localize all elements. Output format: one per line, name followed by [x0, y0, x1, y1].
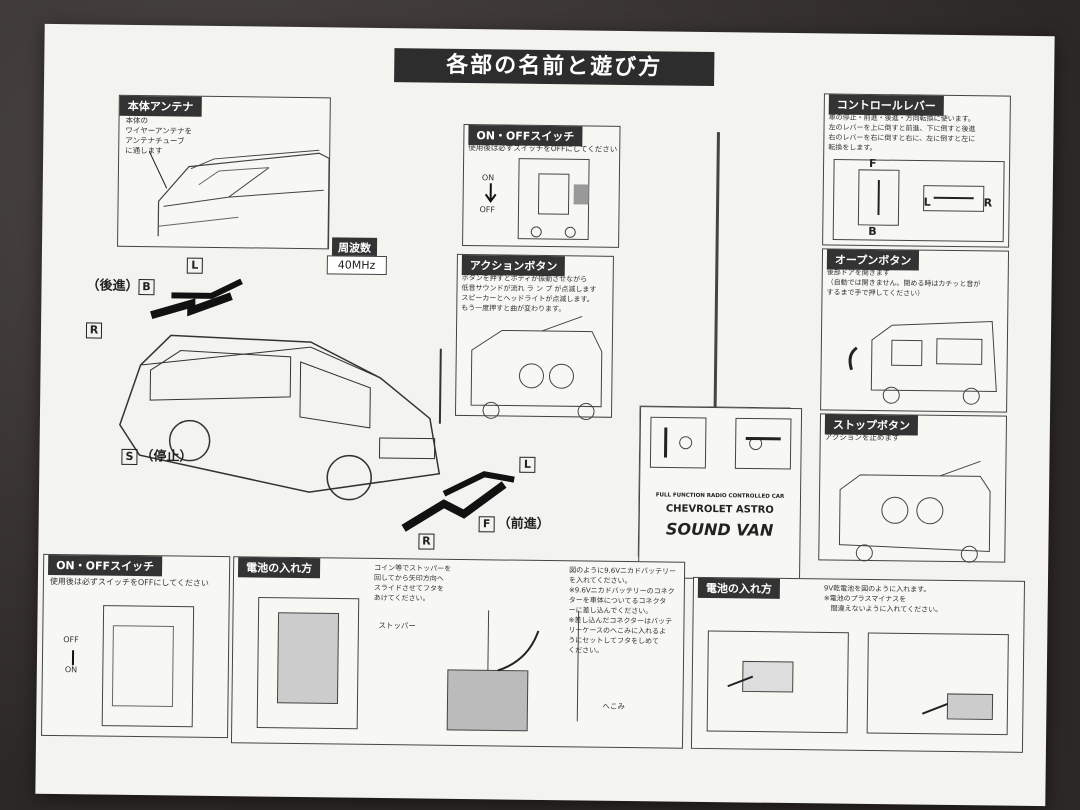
remote-line3: SOUND VAN [665, 519, 774, 540]
battery-remote-text: 9V乾電池を図のように入れます。 ※電池のプラスマイナスを 間違えないように入れ… [823, 584, 943, 614]
onoff-bottom-text: 使用後は必ずスイッチをOFFにしてください [49, 576, 210, 588]
control-r: R [983, 196, 993, 210]
dir-back-text: （後進） [86, 278, 139, 295]
control-f: F [869, 156, 877, 171]
battery-remote-panel: 電池の入れ方 9V乾電池を図のように入れます。 ※電池のプラスマイナスを 間違え… [690, 576, 1026, 753]
action-panel: アクションボタン ボタンを押すとボディが振動させながら 低音サウンドが流れ ラ … [454, 253, 614, 421]
battery-car-label: 電池の入れ方 [237, 557, 321, 579]
dir-stop-text: （停止） [140, 449, 193, 465]
antenna-panel: 本体アンテナ 本体の ワイヤーアンテナを アンテナチューブ に通します [117, 94, 331, 250]
dir-l-bottom: L [519, 456, 538, 473]
dir-b-key: B [138, 279, 155, 296]
switch-housing-illustration [517, 158, 590, 241]
page-title: 各部の名前と遊び方 [394, 48, 715, 87]
dir-r-top-key: R [85, 322, 103, 339]
remote-body: FULL FUNCTION RADIO CONTROLLED CAR CHEVR… [638, 406, 803, 581]
battery-remote-illustration [706, 630, 1009, 736]
remote-line1: FULL FUNCTION RADIO CONTROLLED CAR [655, 492, 785, 500]
dir-forward: F（前進） [478, 512, 550, 533]
control-b: B [868, 224, 877, 239]
stop-button-panel: ストップボタン アクションを止めます [818, 413, 1008, 563]
remote-levers-icon [649, 416, 792, 470]
van-rear-open-illustration [470, 315, 603, 421]
dir-r-top: R [85, 322, 105, 339]
instruction-sheet: 各部の名前と遊び方 本体アンテナ 本体の ワイヤーアンテナを アンテナチューブ … [35, 23, 1055, 807]
van-front-illustration [148, 149, 330, 249]
control-l: L [923, 195, 931, 209]
van-rear-speakers-illustration [838, 460, 991, 563]
back-arrows-icon [150, 278, 243, 320]
van-main-illustration [119, 334, 442, 501]
stop-text: アクションを止めます [824, 432, 900, 443]
dir-r-bottom-key: R [418, 533, 435, 550]
dir-back: （後進）B [86, 274, 157, 296]
controller-top-illustration [832, 159, 1005, 243]
battery-remote-label: 電池の入れ方 [697, 577, 781, 599]
switch-arrow-icon [484, 183, 497, 204]
dir-s-key: S [121, 448, 138, 466]
onoff-top-panel: ON・OFFスイッチ 使用後は必ずスイッチをOFFにしてください ON OFF [462, 123, 621, 248]
dir-l-top: L [186, 257, 206, 274]
onoff-bottom-on: ON [64, 665, 78, 675]
switch-bottom-illustration [71, 605, 195, 728]
onoff-bottom-off: OFF [63, 635, 79, 645]
remote-controller-illustration [637, 132, 791, 559]
action-text: ボタンを押すとボディが振動させながら 低音サウンドが流れ ラ ン プ が点滅しま… [461, 273, 597, 314]
remote-line2: CHEVROLET ASTRO [665, 503, 774, 516]
open-text: 後部ドアを開きます （自動では開きません。閉める時はカチッと音が するまで手で押… [826, 268, 981, 298]
onoff-bottom-label: ON・OFFスイッチ [48, 554, 163, 577]
dir-stop: S（停止） [121, 445, 193, 466]
forward-arrows-icon [401, 471, 515, 532]
frequency-value: 40MHz [326, 255, 387, 276]
battery-car-panel: 電池の入れ方 コイン等でストッパーを 回してから矢印方向へ スライドさせてフタを… [230, 556, 686, 749]
dir-l-top-key: L [186, 257, 203, 274]
dir-f-key: F [478, 516, 495, 533]
battery-car-illustration [256, 597, 580, 732]
control-lever-panel: コントロールレバー 車の停止・前進・後進・方向転換に使います。 左のレバーを上に… [822, 93, 1011, 248]
onoff-bottom-panel: ON・OFFスイッチ 使用後は必ずスイッチをOFFにしてください OFF ON [41, 553, 231, 739]
control-text: 車の停止・前進・後進・方向転換に使います。 左のレバーを上に倒すと前進、下に倒す… [828, 113, 976, 153]
van-door-open-illustration [848, 320, 997, 405]
dir-r-bottom: R [418, 533, 437, 550]
open-button-panel: オープンボタン 後部ドアを開きます （自動では開きません。閉める時はカチッと音が… [820, 248, 1010, 413]
dir-l-bottom-key: L [519, 456, 536, 473]
dir-forward-text: （前進） [497, 516, 550, 533]
